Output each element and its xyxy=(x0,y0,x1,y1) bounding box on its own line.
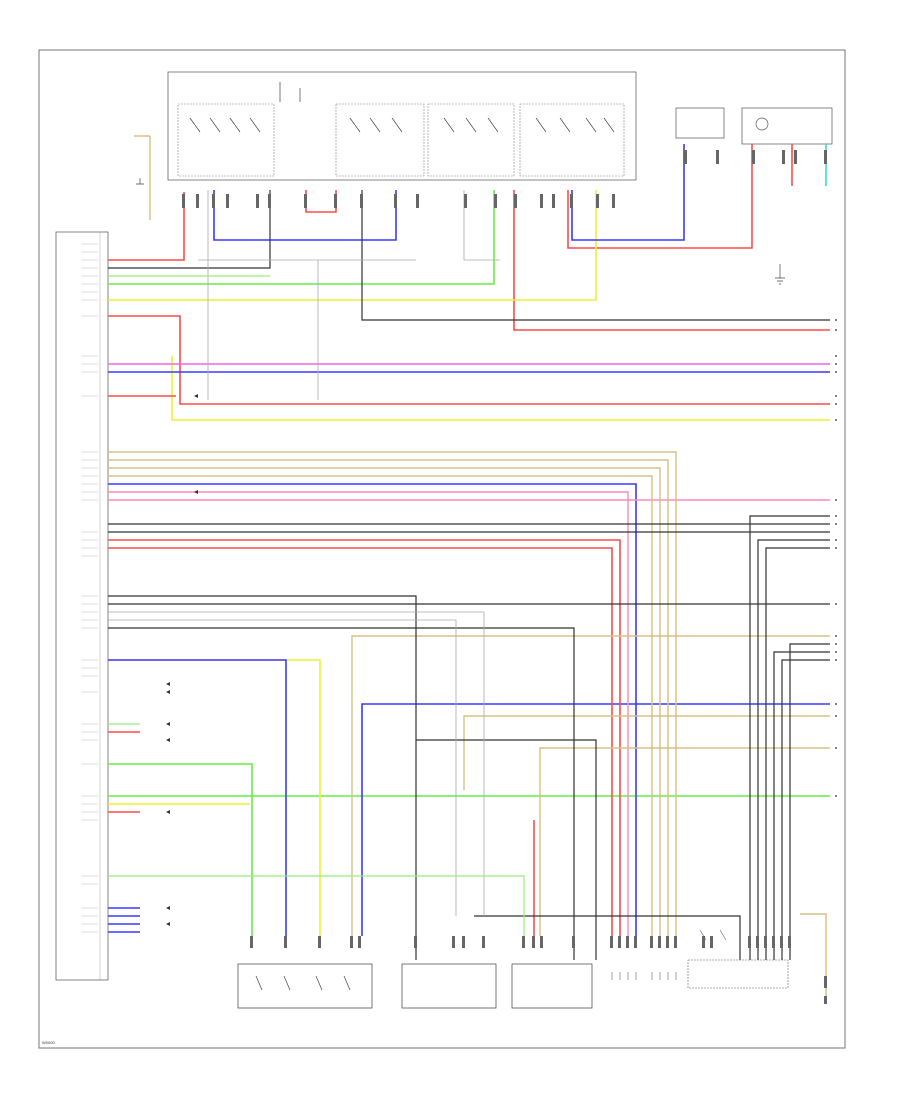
wire-red-b xyxy=(108,395,621,936)
wire-red-a xyxy=(108,144,830,405)
wire-green-b xyxy=(108,275,525,936)
relay-module-right xyxy=(687,929,789,989)
right-terminals xyxy=(835,319,837,797)
speed-sensor-b xyxy=(511,963,593,1009)
junction-block xyxy=(167,71,637,181)
solenoid-group xyxy=(611,972,677,980)
wire-gray xyxy=(108,190,500,916)
wire-pink xyxy=(108,491,830,936)
speed-sensor-a xyxy=(401,963,497,1009)
hvac-module-top xyxy=(675,107,833,145)
engine-ecu xyxy=(55,231,109,981)
wire-yellow-a xyxy=(108,190,830,936)
diagram-code: W0000 xyxy=(42,1040,55,1045)
ground-symbol xyxy=(136,178,785,285)
ecu-pin-ticks xyxy=(82,243,98,933)
wire-black xyxy=(108,190,830,960)
wire-blue-a xyxy=(108,144,830,936)
reference-arrows xyxy=(166,394,198,926)
diagram-frame xyxy=(38,49,846,1049)
wire-green-a xyxy=(108,190,830,936)
bottom-connector-stubs xyxy=(250,936,827,1004)
top-connector-stubs xyxy=(182,150,827,208)
transmission-switch xyxy=(237,963,373,1009)
wire-tan xyxy=(108,135,830,1000)
